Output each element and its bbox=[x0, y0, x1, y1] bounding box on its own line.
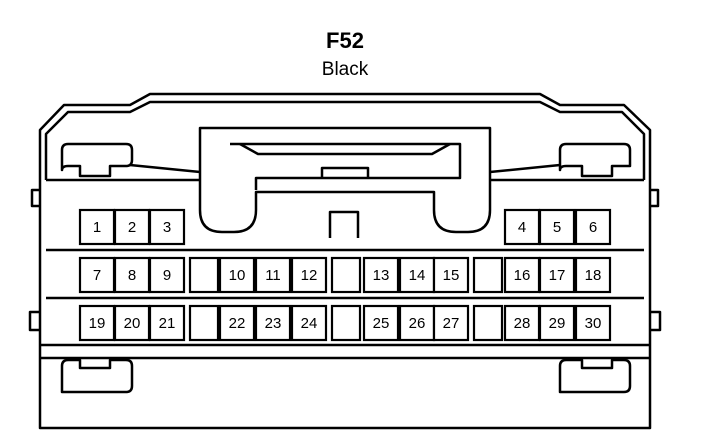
pin-label: 9 bbox=[163, 267, 171, 284]
pin-cavity bbox=[362, 304, 400, 342]
pin-label: 10 bbox=[229, 267, 246, 284]
pin-cavity bbox=[218, 256, 256, 294]
pin-cavity bbox=[538, 304, 576, 342]
pin-cavity bbox=[574, 304, 612, 342]
pin-label: 25 bbox=[373, 315, 390, 332]
pin-label: 13 bbox=[373, 267, 390, 284]
empty-cavity bbox=[330, 304, 362, 342]
pin-label: 7 bbox=[93, 267, 101, 284]
latch-clips bbox=[60, 142, 632, 394]
pin-label: 4 bbox=[518, 219, 526, 236]
pin-cavity bbox=[538, 208, 576, 246]
pin-label: 29 bbox=[549, 315, 566, 332]
pin-label: 21 bbox=[159, 315, 176, 332]
pin-cavity bbox=[290, 256, 328, 294]
connector-color: Black bbox=[322, 59, 369, 80]
pin-label: 20 bbox=[124, 315, 141, 332]
pin-label: 19 bbox=[89, 315, 106, 332]
pin-cavity bbox=[503, 304, 541, 342]
pin-label: 11 bbox=[265, 267, 281, 284]
pin-label: 23 bbox=[265, 315, 282, 332]
pin-cavity bbox=[218, 304, 256, 342]
pin-cavity bbox=[254, 304, 292, 342]
pin-label: 3 bbox=[163, 219, 171, 236]
pin-cavity bbox=[148, 256, 186, 294]
pin-cavity bbox=[432, 256, 470, 294]
empty-cavity bbox=[188, 304, 220, 342]
pin-label: 5 bbox=[553, 219, 561, 236]
pin-cavity bbox=[574, 256, 612, 294]
pin-label: 14 bbox=[409, 267, 426, 284]
pin-label: 28 bbox=[514, 315, 531, 332]
pin-cavity bbox=[432, 304, 470, 342]
pin-cavity bbox=[362, 256, 400, 294]
pin-label: 30 bbox=[585, 315, 602, 332]
pin-label: 26 bbox=[409, 315, 426, 332]
pin-cavity bbox=[503, 208, 541, 246]
pin-cavity bbox=[503, 256, 541, 294]
center-lock bbox=[198, 126, 492, 334]
pin-cavity bbox=[113, 304, 151, 342]
pin-label: 2 bbox=[128, 219, 136, 236]
empty-cavity bbox=[330, 256, 362, 294]
pin-cavity bbox=[538, 256, 576, 294]
pin-cavity bbox=[148, 304, 186, 342]
pin-label: 6 bbox=[589, 219, 597, 236]
pin-cavity bbox=[574, 208, 612, 246]
pin-cavity bbox=[148, 208, 186, 246]
pin-label: 22 bbox=[229, 315, 246, 332]
pin-label: 12 bbox=[301, 267, 318, 284]
pin-label: 18 bbox=[585, 267, 602, 284]
pin-label: 15 bbox=[443, 267, 460, 284]
pin-label: 24 bbox=[301, 315, 318, 332]
connector-name: F52 bbox=[326, 28, 364, 53]
pin-cavity bbox=[78, 304, 116, 342]
pin-label: 1 bbox=[93, 219, 101, 236]
empty-cavity bbox=[472, 304, 504, 342]
pin-cavity bbox=[113, 256, 151, 294]
pin-label: 17 bbox=[549, 267, 566, 284]
empty-cavity bbox=[188, 256, 220, 294]
pin-label: 16 bbox=[514, 267, 531, 284]
pin-label: 8 bbox=[128, 267, 136, 284]
connector-housing bbox=[28, 92, 662, 430]
pin-cavity bbox=[290, 304, 328, 342]
empty-cavity bbox=[472, 256, 504, 294]
pin-label: 27 bbox=[443, 315, 460, 332]
pin-cavity bbox=[398, 256, 436, 294]
pin-cavity bbox=[254, 256, 292, 294]
